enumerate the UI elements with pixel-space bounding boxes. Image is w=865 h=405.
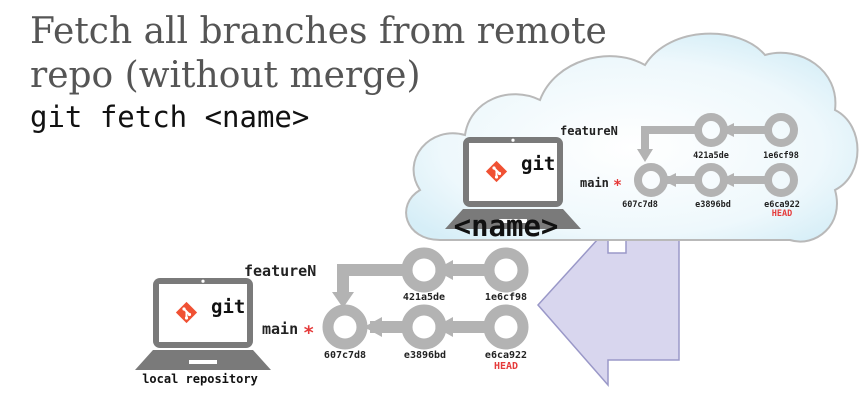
local-git-logo-text: git <box>211 296 245 318</box>
local-commit-node <box>401 304 447 350</box>
local-commit-hash: 607c7d8 <box>324 350 366 361</box>
local-commit-graph: 607c7d8 e3896bd e6ca922 421a5de 1e6cf98 … <box>244 247 529 372</box>
local-commit-hash: 1e6cf98 <box>485 292 527 303</box>
local-commit-node <box>322 304 368 350</box>
local-repository-label: local repository <box>142 372 258 386</box>
remote-name-label: <name> <box>454 209 559 243</box>
remote-commit-node <box>764 163 798 197</box>
remote-commit-node <box>764 113 798 147</box>
local-branch-feature: featureN <box>244 262 316 280</box>
remote-commit-hash: e3896bd <box>695 200 731 210</box>
remote-branch-feature: featureN <box>560 124 618 138</box>
remote-git-logo-text: git <box>521 153 555 175</box>
remote-commit-hash: 1e6cf98 <box>763 151 799 161</box>
local-laptop <box>134 277 272 371</box>
local-branch-main-marker: * <box>303 322 314 344</box>
local-commit-hash: e6ca922 <box>485 350 527 361</box>
remote-commit-node <box>634 163 668 197</box>
remote-commit-node <box>694 113 728 147</box>
remote-commit-hash: e6ca922 <box>764 200 800 210</box>
remote-commit-graph: 607c7d8 e3896bd e6ca922 421a5de 1e6cf98 … <box>560 113 800 219</box>
local-commit-node <box>483 247 529 293</box>
local-head-label: HEAD <box>494 361 518 372</box>
title-line-1: Fetch all branches from remote <box>30 11 607 52</box>
remote-commit-node <box>694 163 728 197</box>
remote-branch-main-marker: * <box>613 176 622 194</box>
local-commit-hash: e3896bd <box>404 350 446 361</box>
remote-branch-main: main <box>580 176 609 190</box>
remote-commit-hash: 421a5de <box>693 151 729 161</box>
diagram-title: Fetch all branches from remote repo (wit… <box>30 10 607 98</box>
fetch-arrow <box>536 226 680 387</box>
title-line-2: repo (without merge) <box>30 55 421 96</box>
git-command: git fetch <name> <box>30 100 310 134</box>
local-branch-main: main <box>262 320 298 338</box>
local-commit-node <box>401 247 447 293</box>
remote-commit-hash: 607c7d8 <box>622 200 658 210</box>
local-commit-node <box>483 304 529 350</box>
local-commit-hash: 421a5de <box>403 292 445 303</box>
remote-head-label: HEAD <box>772 209 792 219</box>
